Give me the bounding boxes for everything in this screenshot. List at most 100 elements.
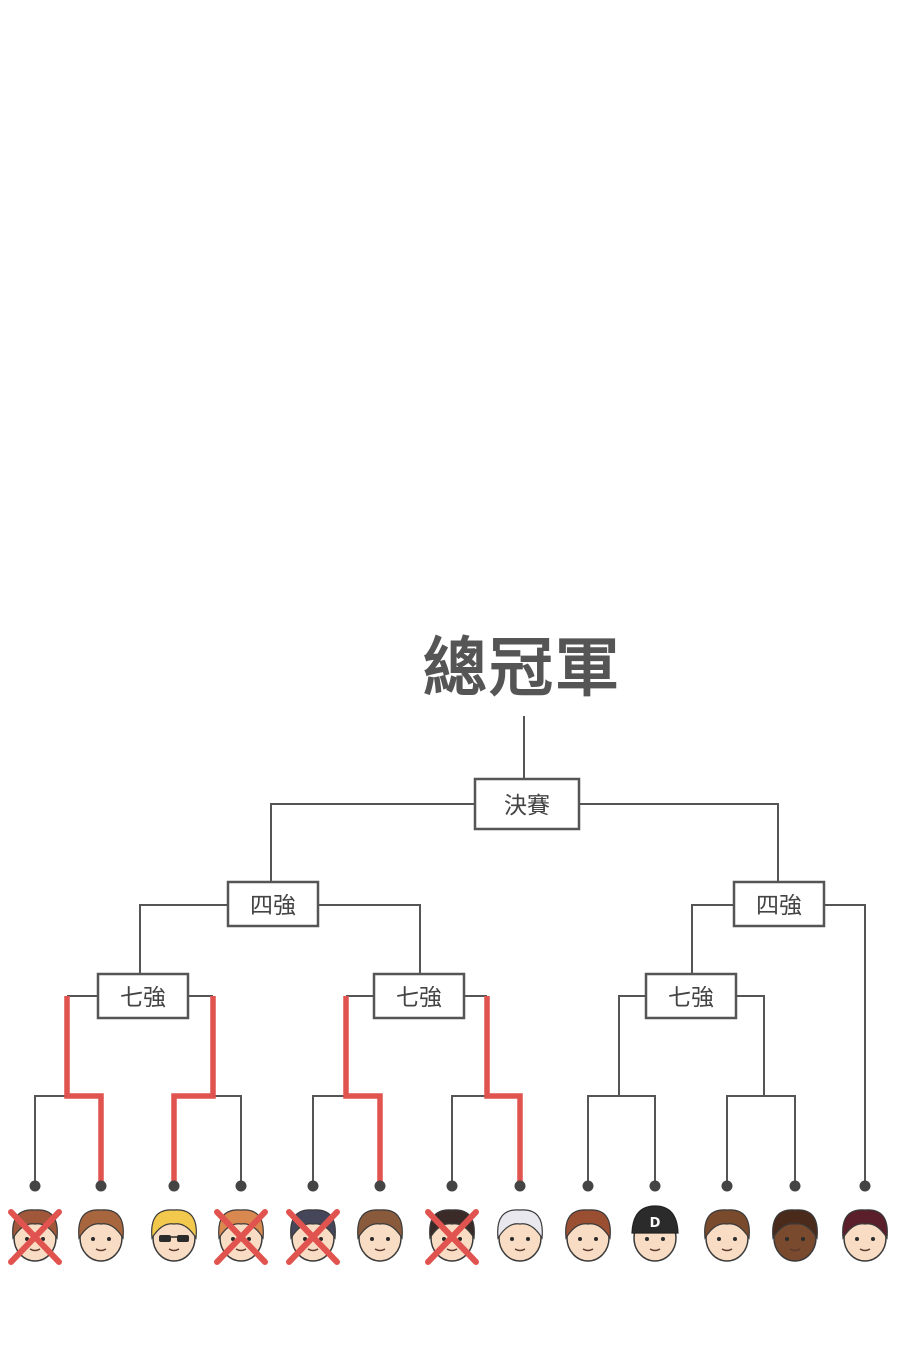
advance-path-p6 — [343, 996, 383, 1186]
quarterfinal-box-3: 七強 — [644, 972, 738, 1020]
eye-icon — [871, 1237, 875, 1241]
hair-shape — [704, 1209, 750, 1240]
player-avatar-p8 — [497, 1209, 543, 1262]
hair-shape — [218, 1209, 264, 1240]
cap-letter: D — [650, 1216, 661, 1231]
player-slot-dot — [649, 1180, 661, 1192]
eye-icon — [91, 1237, 95, 1241]
first-round-bracket-3 — [312, 1095, 381, 1186]
sunglasses-icon — [159, 1235, 171, 1242]
mouth-shape — [29, 1248, 41, 1252]
player-avatar-p5 — [286, 1209, 340, 1265]
final-box: 決賽 — [473, 777, 581, 831]
player-slot-dot — [168, 1180, 180, 1192]
first-round-bracket-5 — [587, 1095, 656, 1186]
player-avatar-p13 — [842, 1209, 888, 1262]
eliminated-x-icon — [8, 1209, 62, 1265]
eye-icon — [386, 1237, 390, 1241]
final-label: 決賽 — [504, 793, 550, 819]
player-avatar-p4 — [214, 1209, 268, 1265]
player-slot-dot — [29, 1180, 41, 1192]
bracket-lines — [34, 716, 866, 1186]
player-slot-dot — [235, 1180, 247, 1192]
hair-shape — [357, 1209, 403, 1240]
eye-icon — [107, 1237, 111, 1241]
eliminated-x-icon — [286, 1209, 340, 1265]
champion-title: 總冠軍 — [423, 632, 621, 706]
player-slot-dot — [514, 1180, 526, 1192]
mouth-shape — [859, 1248, 871, 1252]
first-round-bracket-1 — [34, 1095, 102, 1186]
hair-shape — [12, 1209, 58, 1240]
player-slot-dot — [859, 1180, 871, 1192]
player-slot-dot — [789, 1180, 801, 1192]
semi-left-to-qf2 — [318, 904, 421, 974]
first-round-bracket-2 — [173, 1095, 242, 1186]
eye-icon — [594, 1237, 598, 1241]
final-to-semifinal-right — [579, 803, 779, 882]
player-avatar-p1 — [8, 1209, 62, 1265]
eye-icon — [370, 1237, 374, 1241]
eye-icon — [578, 1237, 582, 1241]
hair-shape — [78, 1209, 124, 1240]
hair-shape — [290, 1209, 336, 1240]
semifinal-box-left: 四強 — [226, 880, 320, 928]
player-avatars: D — [8, 1205, 888, 1265]
eye-icon — [510, 1237, 514, 1241]
advance-lines — [64, 996, 523, 1186]
mouth-shape — [374, 1248, 386, 1252]
hair-shape — [842, 1209, 888, 1240]
semifinal-label-left: 四強 — [250, 893, 296, 919]
quarterfinal-box-2: 七強 — [372, 972, 466, 1020]
player-avatar-p3 — [151, 1209, 197, 1262]
mouth-shape — [446, 1248, 458, 1252]
eliminated-x-icon — [425, 1209, 479, 1265]
eye-icon — [733, 1237, 737, 1241]
eye-icon — [785, 1237, 789, 1241]
player-slots — [29, 1180, 871, 1192]
mouth-shape — [582, 1248, 594, 1252]
quarterfinal-label-3: 七強 — [668, 985, 714, 1011]
semi-right-to-qf3 — [691, 904, 734, 974]
sunglasses-icon — [177, 1235, 189, 1242]
hair-shape — [497, 1209, 543, 1240]
player-avatar-p10: D — [631, 1205, 679, 1262]
final-to-semifinal-left — [270, 803, 475, 882]
eye-icon — [801, 1237, 805, 1241]
first-round-bracket-4 — [451, 1095, 521, 1186]
advance-path-p3 — [171, 996, 216, 1186]
player-avatar-p11 — [704, 1209, 750, 1262]
cap-icon — [631, 1205, 679, 1234]
semi-left-to-qf1 — [139, 904, 228, 974]
advance-path-p2 — [64, 996, 104, 1186]
mouth-shape — [307, 1248, 319, 1252]
mouth-shape — [649, 1248, 661, 1252]
mouth-shape — [95, 1248, 107, 1252]
eliminated-x-icon — [214, 1209, 268, 1265]
player-slot-dot — [721, 1180, 733, 1192]
player-avatar-p7 — [425, 1209, 479, 1265]
player-slot-dot — [582, 1180, 594, 1192]
advance-path-p8 — [484, 996, 523, 1186]
hair-shape — [151, 1209, 197, 1240]
player-slot-dot — [95, 1180, 107, 1192]
eye-icon — [855, 1237, 859, 1241]
player-avatar-p9 — [565, 1209, 611, 1262]
qf3-left-branch — [618, 995, 646, 1096]
mouth-shape — [168, 1248, 180, 1252]
semifinal-box-right: 四強 — [732, 880, 826, 928]
quarterfinal-label-1: 七強 — [120, 985, 166, 1011]
mouth-shape — [721, 1248, 733, 1252]
quarterfinal-label-2: 七強 — [396, 985, 442, 1011]
eye-icon — [526, 1237, 530, 1241]
player-avatar-p12 — [772, 1209, 818, 1262]
mouth-shape — [789, 1248, 801, 1252]
quarterfinal-box-1: 七強 — [96, 972, 190, 1020]
semifinal-label-right: 四強 — [756, 893, 802, 919]
player-avatar-p6 — [357, 1209, 403, 1262]
player-slot-dot — [446, 1180, 458, 1192]
player-slot-dot — [374, 1180, 386, 1192]
mouth-shape — [514, 1248, 526, 1252]
qf3-right-branch — [736, 995, 765, 1096]
eye-icon — [645, 1237, 649, 1241]
